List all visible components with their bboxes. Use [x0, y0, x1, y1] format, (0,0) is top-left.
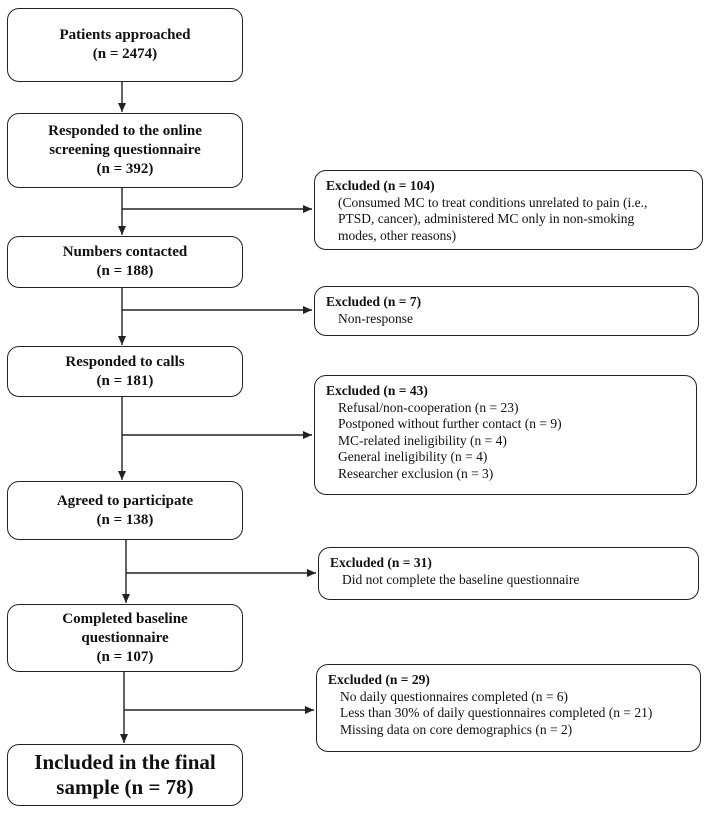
exclusion-item: Missing data on core demographics (n = 2…: [340, 721, 573, 737]
box-line: (n = 138): [96, 511, 154, 528]
exclusion-item: (Consumed MC to treat conditions unrelat…: [338, 194, 648, 210]
box-line: Patients approached: [59, 27, 191, 43]
box-responded-online: Responded to the online screening questi…: [7, 113, 243, 188]
box-line: Responded to calls: [65, 353, 185, 370]
box-completed-baseline: Completed baseline questionnaire (n = 10…: [7, 604, 243, 672]
exclusion-box-2: Excluded (n = 7) Non-response: [314, 286, 699, 336]
exclusion-item: Did not complete the baseline questionna…: [342, 571, 580, 587]
exclusion-box-3: Excluded (n = 43) Refusal/non-cooperatio…: [314, 375, 697, 495]
exclusion-box-4: Excluded (n = 31) Did not complete the b…: [318, 547, 699, 600]
exclusion-item: modes, other reasons): [338, 227, 457, 243]
box-line: (n = 188): [96, 263, 154, 279]
box-agreed-participate: Agreed to participate (n = 138): [7, 481, 243, 540]
box-line: questionnaire: [81, 629, 169, 646]
exclusion-item: Refusal/non-cooperation (n = 23): [338, 399, 519, 415]
box-line: sample (n = 78): [56, 775, 194, 799]
exclusion-item: MC-related ineligibility (n = 4): [338, 432, 507, 448]
box-line: Included in the final: [34, 750, 216, 774]
box-line: (n = 392): [96, 161, 154, 177]
exclusion-box-5: Excluded (n = 29) No daily questionnaire…: [316, 664, 701, 752]
box-final-sample: Included in the final sample (n = 78): [7, 744, 243, 806]
box-line: (n = 107): [96, 648, 154, 665]
box-line: (n = 2474): [92, 46, 158, 62]
exclusion-item: Non-response: [338, 310, 413, 326]
box-line: Numbers contacted: [62, 244, 188, 260]
box-line: (n = 181): [96, 372, 154, 389]
box-responded-calls: Responded to calls (n = 181): [7, 346, 243, 397]
box-numbers-contacted: Numbers contacted (n = 188): [7, 236, 243, 288]
box-line: Completed baseline: [62, 610, 188, 627]
exclusion-item: Less than 30% of daily questionnaires co…: [340, 705, 653, 720]
box-line: screening questionnaire: [49, 142, 201, 158]
exclusion-item: Researcher exclusion (n = 3): [338, 465, 494, 481]
exclusion-item: PTSD, cancer), administered MC only in n…: [338, 211, 635, 226]
exclusion-item: General ineligibility (n = 4): [338, 449, 488, 464]
box-line: Agreed to participate: [56, 492, 194, 509]
exclusion-box-1: Excluded (n = 104) (Consumed MC to treat…: [314, 170, 703, 250]
box-patients-approached: Patients approached (n = 2474): [7, 8, 243, 82]
exclusion-header: Excluded (n = 29): [328, 672, 430, 687]
exclusion-header: Excluded (n = 7): [326, 294, 422, 309]
exclusion-item: No daily questionnaires completed (n = 6…: [340, 688, 569, 704]
exclusion-item: Postponed without further contact (n = 9…: [338, 416, 562, 431]
exclusion-header: Excluded (n = 43): [326, 383, 428, 398]
exclusion-header: Excluded (n = 104): [326, 178, 435, 193]
box-line: Responded to the online: [48, 123, 202, 139]
exclusion-header: Excluded (n = 31): [330, 555, 432, 570]
